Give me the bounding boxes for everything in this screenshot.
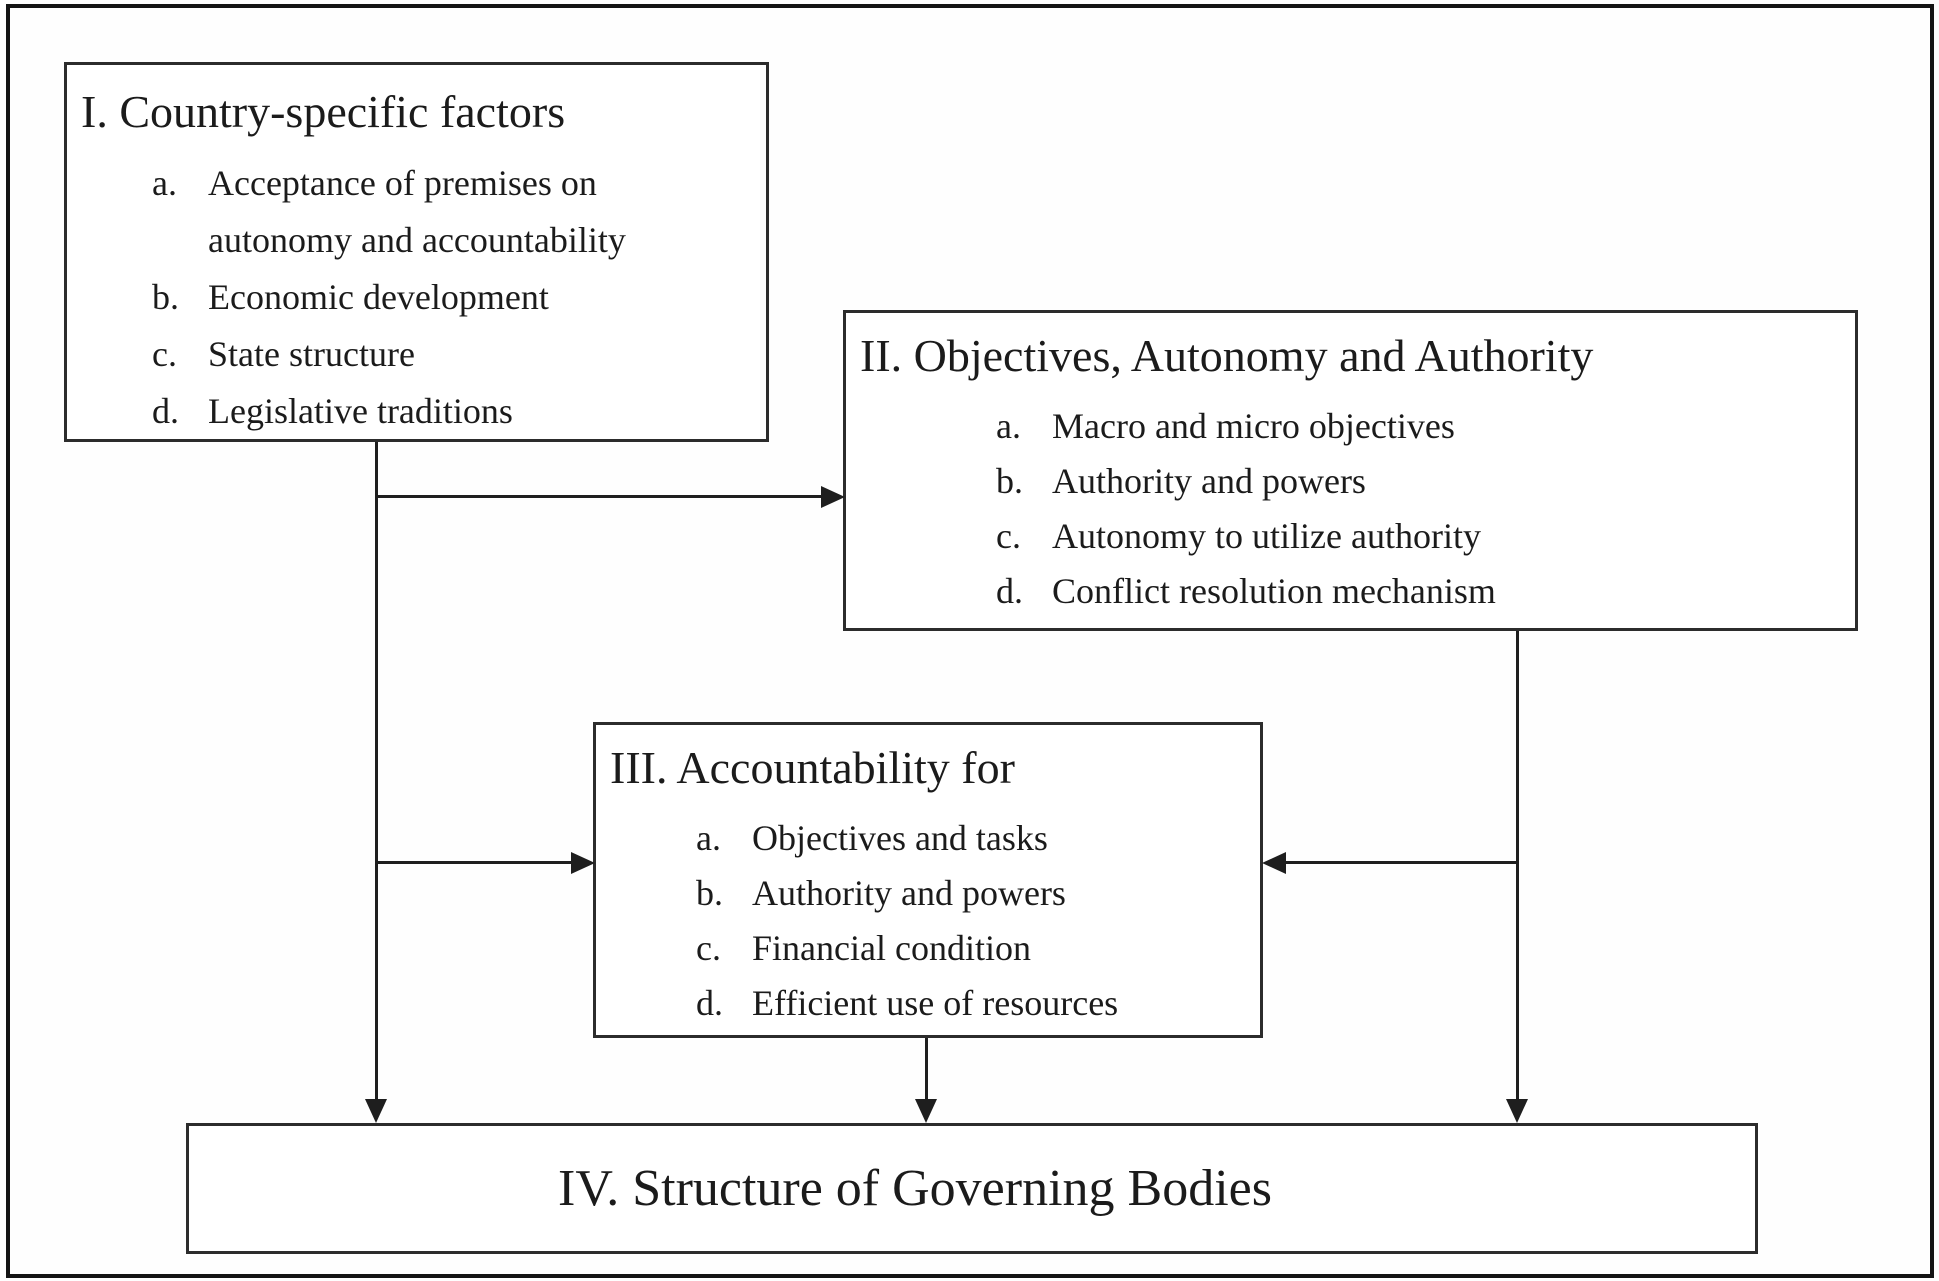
arrowhead-right-into-boxIII	[571, 852, 595, 874]
item-label: c.	[696, 928, 721, 968]
box-iii-title: III. Accountability for	[610, 742, 1015, 793]
arrowhead-down-into-boxIV-left	[365, 1099, 387, 1123]
item-label: a.	[996, 406, 1021, 446]
list-item: b. Economic development	[152, 269, 766, 326]
item-label: d.	[996, 571, 1023, 611]
arrowhead-down-into-boxIV-right	[1506, 1099, 1528, 1123]
item-label: c.	[996, 516, 1021, 556]
item-text: Authority and powers	[752, 873, 1066, 913]
list-item: b. Authority and powers	[696, 866, 1260, 921]
arrow-line-boxI-to-boxII	[377, 495, 823, 498]
box-structure-of-governing-bodies: IV. Structure of Governing Bodies	[186, 1123, 1758, 1254]
list-item: a. Objectives and tasks	[696, 811, 1260, 866]
arrowhead-left-into-boxIII	[1262, 852, 1286, 874]
item-text: Objectives and tasks	[752, 818, 1048, 858]
box-iv-title-wrap: IV. Structure of Governing Bodies	[132, 1126, 1698, 1251]
item-label: c.	[152, 334, 177, 374]
list-item: d. Efficient use of resources	[696, 976, 1260, 1031]
item-text: Efficient use of resources	[752, 983, 1119, 1023]
box-accountability-for: III. Accountability for a. Objectives an…	[593, 722, 1263, 1038]
list-item: a. Macro and micro objectives	[996, 399, 1855, 454]
item-label: b.	[696, 873, 723, 913]
item-text: Conflict resolution mechanism	[1052, 571, 1496, 611]
item-label: d.	[152, 391, 179, 431]
item-label: b.	[152, 277, 179, 317]
item-label: b.	[996, 461, 1023, 501]
list-item: b. Authority and powers	[996, 454, 1855, 509]
item-text: Acceptance of premises on autonomy and a…	[208, 163, 626, 260]
arrowhead-down-into-boxIV-center	[915, 1099, 937, 1123]
box-objectives-autonomy-authority: II. Objectives, Autonomy and Authority a…	[843, 310, 1858, 631]
list-item: a. Acceptance of premises on autonomy an…	[152, 155, 766, 269]
arrow-line-boxII-to-boxIV	[1516, 631, 1519, 1099]
box-i-item-list: a. Acceptance of premises on autonomy an…	[152, 155, 766, 440]
list-item: c. State structure	[152, 326, 766, 383]
item-text: Autonomy to utilize authority	[1052, 516, 1481, 556]
arrow-line-boxI-to-boxIII	[377, 861, 573, 864]
arrow-line-boxIII-to-boxIV	[925, 1038, 928, 1099]
arrowhead-right-into-boxII	[821, 486, 845, 508]
box-iii-item-list: a. Objectives and tasks b. Authority and…	[696, 811, 1260, 1031]
item-label: a.	[696, 818, 721, 858]
item-text: Macro and micro objectives	[1052, 406, 1455, 446]
arrow-line-boxII-to-boxIII	[1286, 861, 1518, 864]
item-label: d.	[696, 983, 723, 1023]
item-text: Legislative traditions	[208, 391, 513, 431]
list-item: d. Legislative traditions	[152, 383, 766, 440]
list-item: c. Autonomy to utilize authority	[996, 509, 1855, 564]
item-text: Authority and powers	[1052, 461, 1366, 501]
item-text: Economic development	[208, 277, 549, 317]
list-item: c. Financial condition	[696, 921, 1260, 976]
box-i-title: I. Country-specific factors	[81, 86, 566, 137]
item-label: a.	[152, 163, 177, 203]
list-item: d. Conflict resolution mechanism	[996, 564, 1855, 619]
box-ii-title: II. Objectives, Autonomy and Authority	[860, 330, 1594, 381]
item-text: Financial condition	[752, 928, 1031, 968]
item-text: State structure	[208, 334, 415, 374]
box-country-specific-factors: I. Country-specific factors a. Acceptanc…	[64, 62, 769, 442]
figure-border	[6, 4, 1934, 1278]
box-ii-item-list: a. Macro and micro objectives b. Authori…	[996, 399, 1855, 619]
box-iv-title: IV. Structure of Governing Bodies	[558, 1160, 1272, 1217]
arrow-line-boxI-to-boxIV	[375, 442, 378, 1099]
